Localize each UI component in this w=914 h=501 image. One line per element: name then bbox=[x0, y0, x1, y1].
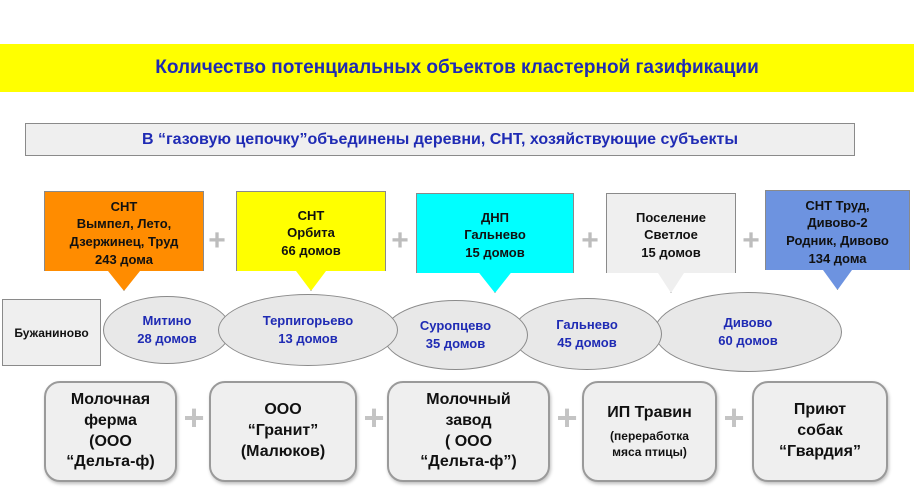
plus-icon: + bbox=[742, 224, 760, 257]
subtitle-text: В “газовую цепочку”объединены деревни, С… bbox=[141, 130, 739, 148]
subtitle-box: В “газовую цепочку”объединены деревни, С… bbox=[25, 123, 855, 156]
title-band: Количество потенциальных объектов класте… bbox=[0, 44, 914, 92]
enterprise-label: ИП Травин bbox=[607, 403, 692, 421]
village-label: Терпигорьево 13 домов bbox=[262, 313, 354, 346]
callout-text: СНТ Вымпел, Лето, Дзержинец, Труд 243 до… bbox=[69, 198, 179, 267]
callout-dnp-galnevo: ДНП Гальнево 15 домов bbox=[416, 193, 574, 293]
enterprise-label: ООО “Гранит” (Малюков) bbox=[240, 401, 326, 460]
village-suropcevo: Суропцево 35 домов bbox=[383, 300, 528, 370]
callout-snt-vympel: СНТ Вымпел, Лето, Дзержинец, Труд 243 до… bbox=[44, 191, 204, 291]
enterprise-label: Молочный завод ( ООО “Дельта-ф”) bbox=[420, 390, 517, 471]
enterprise-label: Приют собак “Гвардия” bbox=[779, 401, 861, 460]
enterprise-dairy-plant: Молочный завод ( ООО “Дельта-ф”) bbox=[387, 381, 550, 482]
callout-text: Поселение Светлое 15 домов bbox=[636, 209, 706, 260]
village-label: Суропцево 35 домов bbox=[419, 318, 492, 351]
plus-icon: + bbox=[723, 397, 745, 438]
enterprise-dairy-farm: Молочная ферма (ООО “Дельта-ф) bbox=[44, 381, 177, 482]
callout-text: СНТ Труд, Дивово-2 Родник, Дивово 134 до… bbox=[786, 197, 889, 266]
village-terpigorevo: Терпигорьево 13 домов bbox=[218, 294, 398, 366]
enterprise-sublabel: (переработка мяса птицы) bbox=[610, 428, 689, 459]
enterprise-label: Молочная ферма (ООО “Дельта-ф) bbox=[66, 390, 155, 471]
plus-icon: + bbox=[581, 224, 599, 257]
plus-icon: + bbox=[556, 397, 578, 438]
village-mitino: Митино 28 домов bbox=[103, 296, 231, 364]
village-galnevo: Гальнево 45 домов bbox=[512, 298, 662, 370]
callout-text: СНТ Орбита 66 домов bbox=[281, 207, 341, 258]
bujaninovo-label: Бужаниново bbox=[14, 325, 89, 340]
plus-icon: + bbox=[391, 224, 409, 257]
village-label: Митино 28 домов bbox=[137, 313, 197, 346]
callout-snt-orbita: СНТ Орбита 66 домов bbox=[236, 191, 386, 291]
callout-svetloe: Поселение Светлое 15 домов bbox=[606, 193, 736, 293]
village-label: Дивово 60 домов bbox=[718, 315, 778, 348]
bujaninovo-box: Бужаниново bbox=[2, 299, 101, 366]
page-title: Количество потенциальных объектов класте… bbox=[155, 57, 759, 78]
callout-snt-trud: СНТ Труд, Дивово-2 Родник, Дивово 134 до… bbox=[765, 190, 910, 290]
enterprise-granit: ООО “Гранит” (Малюков) bbox=[209, 381, 357, 482]
callout-text: ДНП Гальнево 15 домов bbox=[464, 209, 526, 260]
enterprise-ip-travin: ИП Травин (переработка мяса птицы) bbox=[582, 381, 717, 482]
village-label: Гальнево 45 домов bbox=[556, 317, 618, 350]
plus-icon: + bbox=[183, 397, 205, 438]
plus-icon: + bbox=[363, 397, 385, 438]
enterprise-dog-shelter: Приют собак “Гвардия” bbox=[752, 381, 888, 482]
village-divovo: Дивово 60 домов bbox=[654, 292, 842, 372]
plus-icon: + bbox=[208, 224, 226, 257]
